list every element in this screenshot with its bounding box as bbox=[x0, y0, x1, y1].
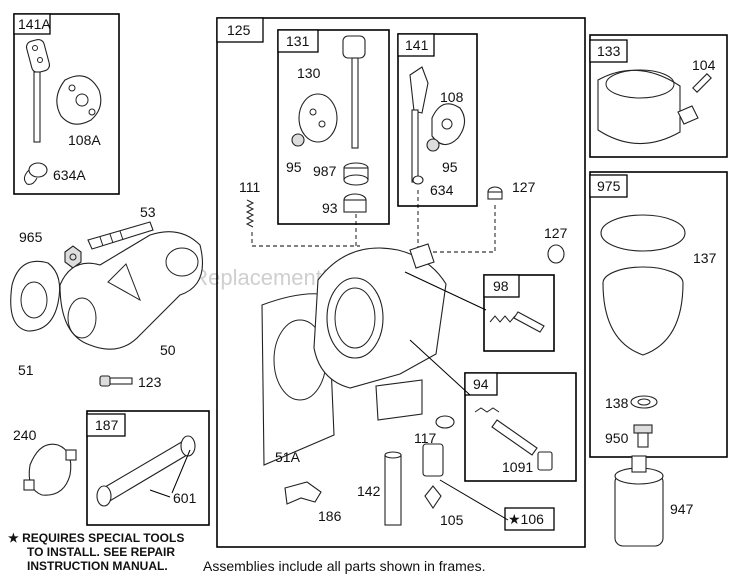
frame-125: 125 bbox=[216, 17, 586, 548]
frame-141-label: 141 bbox=[405, 37, 429, 53]
note-line-1: ★ REQUIRES SPECIAL TOOLS bbox=[8, 531, 184, 545]
part-141-shaft bbox=[409, 66, 429, 183]
part-111-spring bbox=[245, 199, 255, 228]
label-137: 137 bbox=[693, 250, 717, 266]
label-108A: 108A bbox=[68, 132, 101, 148]
assemblies-caption: Assemblies include all parts shown in fr… bbox=[203, 558, 485, 574]
part-94-needle bbox=[474, 407, 553, 471]
label-95b: 95 bbox=[442, 159, 458, 175]
part-131-shaft bbox=[342, 35, 366, 149]
part-50-manifold bbox=[59, 231, 204, 350]
part-950-screw bbox=[633, 424, 653, 448]
frame-125-label: 125 bbox=[227, 22, 251, 38]
label-51: 51 bbox=[18, 362, 34, 378]
part-labels: 108A 634A 53 965 51 50 123 240 601 130 9… bbox=[13, 57, 717, 528]
label-53: 53 bbox=[140, 204, 156, 220]
note-line-3: INSTRUCTION MANUAL. bbox=[27, 559, 168, 573]
label-93: 93 bbox=[322, 200, 338, 216]
label-108: 108 bbox=[440, 89, 464, 105]
part-93-seal bbox=[343, 193, 367, 213]
frame-98-label: 98 bbox=[493, 278, 509, 294]
label-987: 987 bbox=[313, 163, 337, 179]
label-105: 105 bbox=[440, 512, 464, 528]
frame-94: 94 bbox=[464, 372, 577, 482]
part-947-solenoid bbox=[614, 455, 664, 547]
label-947: 947 bbox=[670, 501, 694, 517]
part-138-washer bbox=[630, 395, 658, 409]
label-104: 104 bbox=[692, 57, 716, 73]
part-130-plate bbox=[298, 93, 338, 143]
part-634A-spring bbox=[23, 162, 48, 185]
frame-141A-label: 141A bbox=[18, 16, 51, 32]
frame-141: 141 bbox=[397, 33, 478, 207]
frame-131-label: 131 bbox=[286, 33, 310, 49]
frame-975: 975 bbox=[589, 171, 728, 458]
frame-106: ★106 bbox=[504, 507, 555, 531]
part-125-carburetor-body bbox=[313, 243, 447, 421]
label-51A: 51A bbox=[275, 449, 301, 465]
part-142-tube bbox=[384, 451, 402, 526]
label-130: 130 bbox=[297, 65, 321, 81]
label-601: 601 bbox=[173, 490, 197, 506]
label-138: 138 bbox=[605, 395, 629, 411]
frame-94-label: 94 bbox=[473, 376, 489, 392]
frame-131: 131 bbox=[277, 29, 390, 225]
part-98-idle-screw bbox=[489, 311, 545, 333]
part-133-float bbox=[597, 69, 712, 145]
frame-975-label: 975 bbox=[597, 178, 621, 194]
part-127-plug-b bbox=[547, 244, 565, 264]
part-105-jet bbox=[422, 443, 444, 509]
special-tools-note: ★ REQUIRES SPECIAL TOOLS TO INSTALL. SEE… bbox=[8, 531, 184, 573]
part-240-filter bbox=[23, 443, 77, 496]
note-line-2: TO INSTALL. SEE REPAIR bbox=[27, 545, 175, 559]
part-53-shaft bbox=[87, 221, 154, 250]
label-1091: 1091 bbox=[502, 459, 533, 475]
label-117: 117 bbox=[414, 430, 437, 446]
frame-106-label: ★106 bbox=[508, 511, 544, 527]
frame-98: 98 bbox=[483, 274, 555, 352]
label-50: 50 bbox=[160, 342, 176, 358]
part-108A-plate bbox=[56, 75, 102, 125]
frame-133-label: 133 bbox=[597, 43, 621, 59]
part-95-screw-a bbox=[291, 133, 305, 147]
part-601-hose bbox=[96, 435, 196, 507]
part-108-plate bbox=[431, 103, 466, 146]
part-137-bowl bbox=[600, 214, 686, 356]
label-leaders bbox=[149, 271, 509, 521]
label-127a: 127 bbox=[512, 179, 536, 195]
part-51-gasket bbox=[10, 260, 61, 332]
label-95a: 95 bbox=[286, 159, 302, 175]
label-186: 186 bbox=[318, 508, 342, 524]
label-634A: 634A bbox=[53, 167, 86, 183]
frame-187: 187 bbox=[86, 410, 210, 526]
frame-133: 133 bbox=[589, 34, 728, 158]
part-123-screw bbox=[99, 375, 133, 387]
frame-187-label: 187 bbox=[95, 417, 119, 433]
part-634-spring bbox=[412, 175, 424, 185]
part-987-bushing bbox=[343, 162, 369, 186]
part-141A-shaft bbox=[25, 39, 51, 143]
label-965: 965 bbox=[19, 229, 43, 245]
label-111: 111 bbox=[239, 179, 260, 195]
part-95-screw-b bbox=[426, 138, 440, 152]
label-123: 123 bbox=[138, 374, 162, 390]
label-142: 142 bbox=[357, 483, 381, 499]
part-127-plug-a bbox=[487, 186, 503, 200]
label-240: 240 bbox=[13, 427, 37, 443]
frame-141A: 141A bbox=[13, 13, 120, 195]
label-634: 634 bbox=[430, 182, 454, 198]
part-965-nut bbox=[64, 245, 82, 269]
label-950: 950 bbox=[605, 430, 629, 446]
part-117-fitting bbox=[435, 415, 455, 429]
part-186-elbow bbox=[284, 481, 322, 505]
label-127b: 127 bbox=[544, 225, 568, 241]
